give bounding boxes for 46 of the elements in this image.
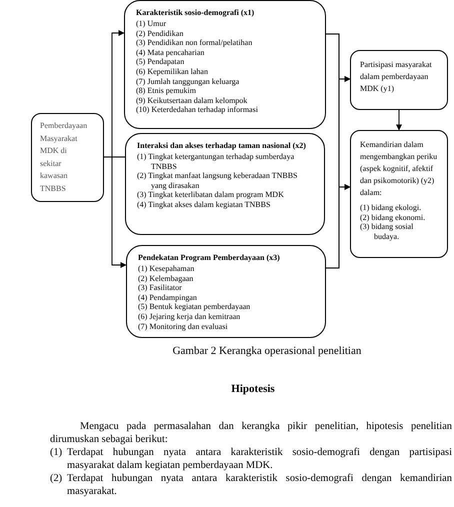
- list-item: (2) Tingkat manfaat langsung keberadaan TNBBS yang dirasakan: [137, 171, 298, 190]
- list-item: (5) Pendapatan: [136, 57, 186, 67]
- list-item: (3) bidang sosial budaya.: [360, 222, 414, 242]
- arrow: [104, 156, 126, 268]
- variable-box: [125, 133, 325, 235]
- list-item: (1) Tingkat ketergantungan terhadap sumberdaya TNBBS: [137, 152, 296, 172]
- figure-caption: Gambar 2 Kerangka operasional penelitian: [172, 344, 362, 359]
- arrow: [326, 184, 350, 268]
- list-item: Terdapat hubungan nyata antara karakteristik sosio-demografi dengan kemandirian masyarakat.: [67, 472, 452, 498]
- list-item: (7) Monitoring dan evaluasi: [138, 322, 229, 332]
- list-item: (6) Kepemilikan lahan: [136, 66, 209, 77]
- list-item: (6) Jejaring kerja dan kemitraan: [138, 312, 242, 322]
- box-text: Pemberdayaan Masyarakat MDK di sekitar kawasan TNBBS: [40, 120, 88, 194]
- variable-box: [124, 0, 326, 129]
- list-item: (3) Fasilitator: [138, 283, 183, 293]
- list-item: (10) Keterdedahan terhadap informasi: [136, 105, 259, 115]
- list-item: (2) Pendidikan: [136, 28, 184, 38]
- variable-box: [126, 245, 326, 338]
- section-heading: Hipotesis: [230, 382, 276, 397]
- list-item: (2) bidang ekonomi.: [360, 212, 426, 222]
- list-number: (2): [50, 472, 64, 486]
- list-item: (8) Etnis pemukim: [136, 86, 197, 96]
- list-item: (2) Kelembagaan: [138, 274, 194, 284]
- box-heading: Karakteristik sosio-demografi (x1): [136, 8, 256, 18]
- list-item: (1) bidang ekologi.: [360, 203, 422, 213]
- list-item: (4) Mata pencaharian: [136, 48, 206, 58]
- arrow: [396, 110, 402, 130]
- list-item: Terdapat hubungan nyata antara karakteristik sosio-demografi dengan partisipasi masyarakat dalam kegiatan pemberdayaan MDK.: [67, 446, 452, 472]
- box-text: Kemandirian dalam mengembangkan periku (aspek kognitif, afektif dan psikomotorik) (y2) dalam:: [360, 139, 438, 199]
- list-number: (1): [50, 446, 64, 460]
- list-item: (3) Pendidikan non formal/pelatihan: [136, 38, 254, 48]
- list-item: (4) Pendampingan: [138, 292, 198, 302]
- variable-box: [350, 50, 448, 110]
- variable-box: [350, 130, 448, 258]
- list-item: (9) Keikutsertaan dalam kelompok: [136, 96, 248, 106]
- list-item: (1) Kesepahaman: [138, 264, 196, 274]
- box-heading: Pendekatan Program Pemberdayaan (x3): [138, 253, 281, 263]
- paragraph: Mengacu pada permasalahan dan kerangka pikir penelitian, hipotesis penelitian dirumuskan sebagai berikut:: [50, 420, 452, 446]
- list-item: (3) Tingkat keterlibatan dalam program MDK: [137, 190, 285, 200]
- box-heading: Interaksi dan akses terhadap taman nasional (x2): [137, 141, 307, 151]
- box-text: Partisipasi masyarakat dalam pemberdayaan MDK (y1): [360, 59, 433, 95]
- list-item: (1) Umur: [136, 19, 167, 29]
- list-item: (5) Bentuk kegiatan pemberdayaan: [138, 302, 252, 312]
- list-item: (4) Tingkat akses dalam kegiatan TNBBS: [137, 200, 272, 210]
- input-box: [31, 113, 104, 202]
- list-item: (7) Jumlah tanggungan keluarga: [136, 76, 240, 86]
